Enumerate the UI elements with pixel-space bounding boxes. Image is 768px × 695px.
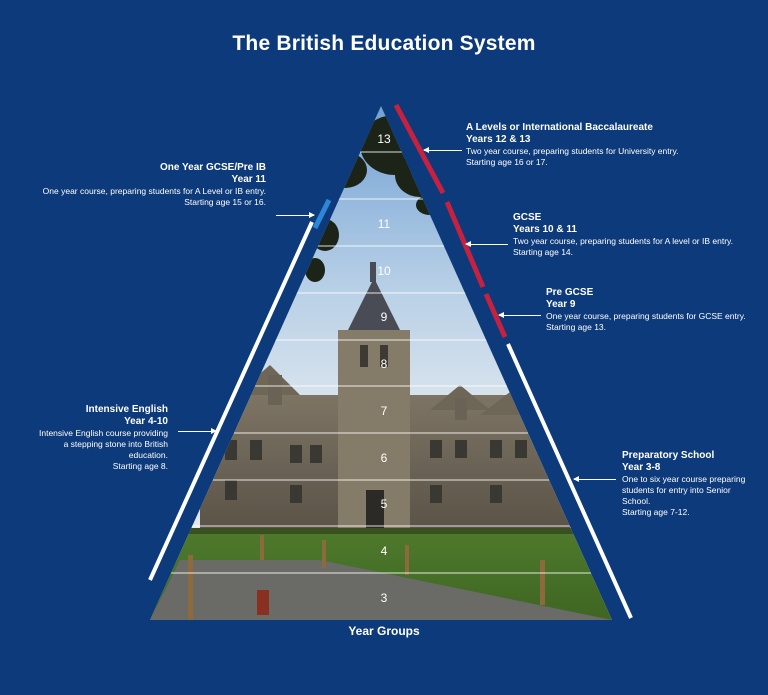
- year-level-6: 6: [381, 451, 388, 465]
- annotation-preparatory: Preparatory School Year 3-8 One to six y…: [622, 450, 762, 518]
- annotation-one-year-gcse: One Year GCSE/Pre IB Year 11 One year co…: [30, 162, 266, 208]
- fence-posts: [188, 535, 545, 620]
- one-year-gcse-heading: One Year GCSE/Pre IB: [160, 162, 266, 173]
- year-level-11: 11: [378, 217, 391, 231]
- year-level-13: 13: [377, 132, 391, 146]
- building: [200, 262, 570, 530]
- preparatory-desc-2: students for entry into Senior: [622, 485, 731, 495]
- annotation-a-levels: A Levels or International Baccalaureate …: [466, 122, 746, 168]
- year-level-4: 4: [381, 544, 388, 558]
- a-levels-heading: A Levels or International Baccalaureate: [466, 122, 653, 133]
- annotation-pre-gcse: Pre GCSE Year 9 One year course, prepari…: [546, 287, 758, 333]
- a-levels-desc: Two year course, preparing students for …: [466, 146, 679, 156]
- pre-gcse-age: Starting age 13.: [546, 322, 607, 332]
- year-level-8: 8: [381, 357, 388, 371]
- left-blue-bar: [312, 198, 332, 230]
- gcse-years: Years 10 & 11: [513, 224, 577, 235]
- intensive-english-years: Year 4-10: [124, 416, 168, 427]
- preparatory-arrow: [573, 476, 616, 482]
- year-level-5: 5: [381, 497, 388, 511]
- year-level-7: 7: [381, 404, 388, 418]
- left-white-bar: [148, 221, 314, 581]
- gcse-desc: Two year course, preparing students for …: [513, 236, 734, 246]
- right-red-bar-a-levels: [393, 103, 446, 195]
- intensive-english-heading: Intensive English: [85, 404, 168, 415]
- year-level-3: 3: [381, 591, 388, 605]
- right-white-bar: [506, 343, 633, 619]
- a-levels-age: Starting age 16 or 17.: [466, 157, 548, 167]
- preparatory-age: Starting age 7-12.: [622, 507, 690, 517]
- intensive-english-desc-2: a stepping stone into British: [63, 439, 168, 449]
- preparatory-desc-3: School.: [622, 496, 651, 506]
- annotation-intensive-english: Intensive English Year 4-10 Intensive En…: [24, 404, 168, 472]
- year-groups-label: Year Groups: [348, 624, 420, 638]
- year-levels: 3 4 5 6 7 8 9 10 11 13: [377, 132, 391, 605]
- pre-gcse-desc: One year course, preparing students for …: [546, 311, 746, 321]
- year-level-10: 10: [377, 264, 391, 278]
- pre-gcse-arrow: [498, 312, 541, 318]
- pre-gcse-years: Year 9: [546, 299, 576, 310]
- gcse-heading: GCSE: [513, 212, 542, 223]
- preparatory-heading: Preparatory School: [622, 450, 715, 461]
- diagram-title: The British Education System: [232, 32, 536, 55]
- pre-gcse-heading: Pre GCSE: [546, 287, 594, 298]
- preparatory-years: Year 3-8: [622, 462, 661, 473]
- a-levels-arrow: [423, 147, 462, 153]
- year-level-9: 9: [381, 310, 388, 324]
- right-red-bar-pre-gcse: [483, 292, 508, 339]
- one-year-gcse-years: Year 11: [231, 174, 266, 185]
- one-year-gcse-age: Starting age 15 or 16.: [184, 197, 266, 207]
- gcse-age: Starting age 14.: [513, 247, 574, 257]
- intensive-english-desc-1: Intensive English course providing: [39, 428, 168, 438]
- annotation-gcse: GCSE Years 10 & 11 Two year course, prep…: [513, 212, 753, 258]
- side-bars: [148, 103, 633, 619]
- intensive-english-arrow: [178, 428, 217, 434]
- gcse-arrow: [465, 241, 508, 247]
- intensive-english-desc-3: education.: [128, 450, 168, 460]
- preparatory-desc-1: One to six year course preparing: [622, 474, 746, 484]
- one-year-gcse-arrow: [276, 212, 315, 218]
- intensive-english-age: Starting age 8.: [112, 461, 168, 471]
- a-levels-years: Years 12 & 13: [466, 134, 531, 145]
- one-year-gcse-desc: One year course, preparing students for …: [42, 186, 266, 196]
